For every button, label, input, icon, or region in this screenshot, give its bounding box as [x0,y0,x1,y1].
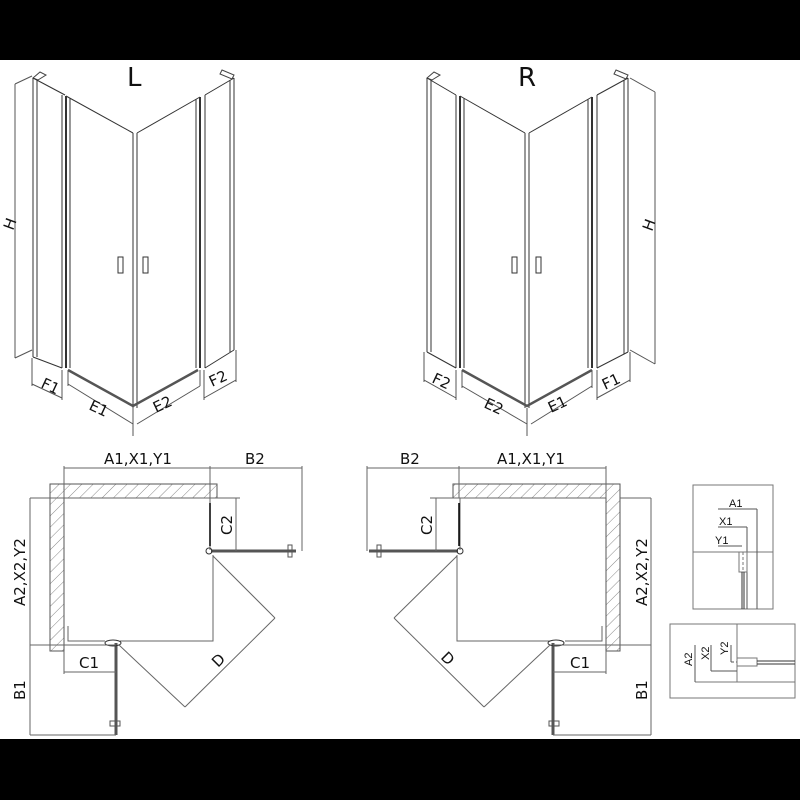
depth-label-left: A2,X2,Y2 [11,538,29,606]
detail-view-top [692,484,774,610]
c2-label-left: C2 [218,515,236,535]
detail-x2-label: X2 [700,647,712,660]
detail-x1-label: X1 [719,516,732,528]
f1-label-left: F1 [38,374,62,398]
c2-label-right: C2 [418,515,436,535]
c1-label-left: C1 [79,654,99,672]
f2-label-right: F2 [429,369,453,393]
diagram-svg: L H F1 E1 E2 F2 [0,63,796,736]
detail-y1-label: Y1 [715,535,728,547]
detail-view-bottom [669,623,796,699]
e1-label-left: E1 [86,396,111,420]
b1-label-left: B1 [11,680,29,700]
height-label-right: H [639,217,660,234]
plan-view-right [366,466,652,736]
iso-view-right [423,69,656,436]
height-label-left: H [0,216,21,233]
depth-label-right: A2,X2,Y2 [633,538,651,606]
c1-label-right: C1 [570,654,590,672]
b2-label-right: B2 [400,450,420,468]
e2-label-left: E2 [150,392,175,416]
detail-y2-label: Y2 [719,642,731,655]
detail-a2-label: A2 [683,653,695,666]
diagram-canvas: L H F1 E1 E2 F2 [0,60,800,739]
b2-label-left: B2 [245,450,265,468]
plan-view-left [29,466,303,736]
width-label-left: A1,X1,Y1 [104,450,172,468]
f1-label-right: F1 [599,370,623,394]
variant-label-right: R [518,63,536,93]
f2-label-left: F2 [206,367,230,391]
d-label-right: D [437,648,458,669]
b1-label-right: B1 [633,680,651,700]
iso-view-left [14,69,237,436]
e2-label-right: E2 [481,394,506,418]
detail-a1-label: A1 [729,498,742,510]
variant-label-left: L [127,63,142,93]
width-label-right: A1,X1,Y1 [497,450,565,468]
d-label-left: D [208,650,229,671]
